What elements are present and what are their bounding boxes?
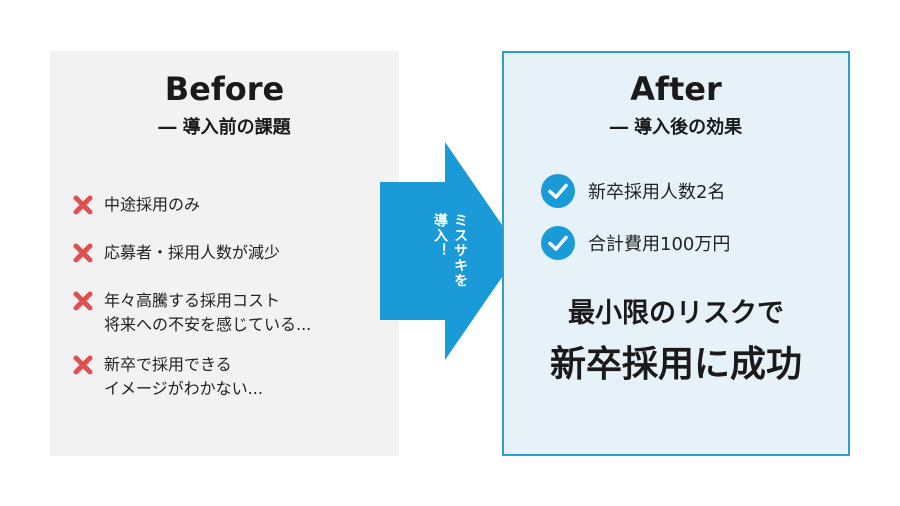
transition-arrow [380, 142, 520, 360]
arrow-label: ミスサキを 導入！ [432, 212, 468, 288]
problem-item: 応募者・採用人数が減少 [72, 241, 280, 265]
after-subtitle: ― 導入後の効果 [609, 117, 743, 138]
before-panel: Before ― 導入前の課題 中途採用のみ 応募者・採用人数が減少 年々高騰す… [50, 51, 399, 456]
x-mark-icon [73, 291, 93, 311]
problem-item: 中途採用のみ [72, 193, 200, 217]
x-mark-icon [73, 355, 93, 375]
benefit-item: 合計費用100万円 [540, 225, 730, 261]
result-heading-line2: 新卒採用に成功 [549, 344, 802, 385]
check-circle-icon [541, 226, 575, 260]
x-mark-icon [73, 195, 93, 215]
problem-text: 新卒で採用できる イメージがわかない... [104, 355, 263, 398]
problem-text: 年々高騰する採用コスト 将来への不安を感じている... [104, 291, 312, 334]
problem-item: 新卒で採用できる イメージがわかない... [72, 353, 263, 401]
x-mark-icon [73, 243, 93, 263]
result-heading-line1: 最小限のリスクで [568, 298, 784, 329]
before-title: Before [164, 70, 285, 108]
after-panel: After ― 導入後の効果 新卒採用人数2名 合計費用100万円 最小限のリス… [502, 51, 850, 456]
problem-text: 応募者・採用人数が減少 [104, 243, 281, 262]
benefit-text: 合計費用100万円 [588, 234, 731, 255]
problem-text: 中途採用のみ [104, 195, 201, 214]
problem-item: 年々高騰する採用コスト 将来への不安を感じている... [72, 289, 311, 337]
before-subtitle: ― 導入前の課題 [158, 117, 291, 138]
after-title: After [630, 70, 722, 108]
benefit-item: 新卒採用人数2名 [540, 173, 725, 209]
benefit-text: 新卒採用人数2名 [588, 182, 726, 203]
check-circle-icon [541, 174, 575, 208]
